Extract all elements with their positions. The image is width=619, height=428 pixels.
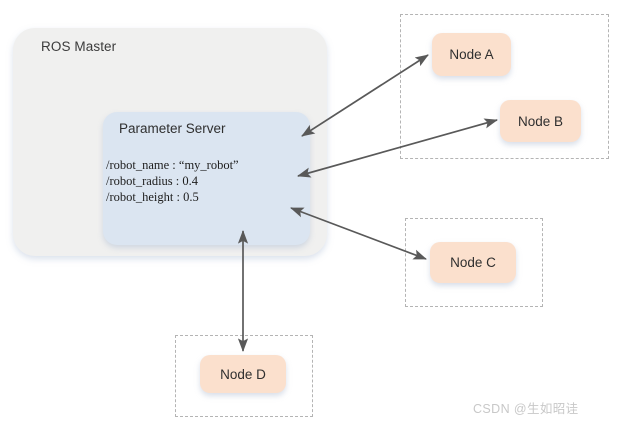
ros-master-label: ROS Master [41,39,117,54]
parameter-item-robot-radius: /robot_radius : 0.4 [106,174,199,188]
parameter-server-box: Parameter Server /robot_name : “my_robot… [103,112,310,245]
parameter-item-robot-height: /robot_height : 0.5 [106,190,199,204]
node-box-a: Node A [432,33,511,76]
node-group-c [405,218,543,307]
node-box-d: Node D [200,355,286,393]
parameter-server-title: Parameter Server [119,121,226,136]
parameter-item-robot-name: /robot_name : “my_robot” [106,158,239,172]
node-box-b: Node B [500,100,581,142]
parameter-list: /robot_name : “my_robot” /robot_radius :… [106,157,239,205]
watermark: CSDN @生如昭诖 [473,402,579,416]
node-box-c: Node C [430,242,516,283]
